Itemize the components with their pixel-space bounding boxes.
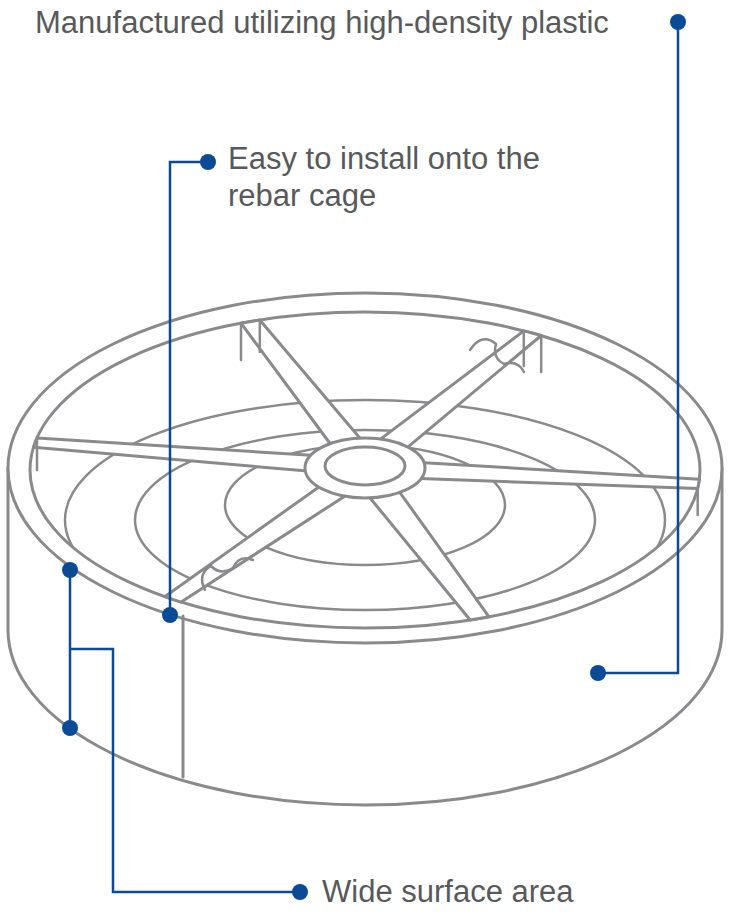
spoke [34, 438, 320, 472]
chamber-wall [29, 500, 32, 540]
hub-hole [325, 447, 405, 485]
leader-dot [670, 14, 686, 30]
leader-dot [162, 607, 178, 623]
leader-bracket [70, 570, 300, 892]
hub [305, 438, 425, 498]
leader-dot [200, 154, 216, 170]
spacer-inner-rim [30, 312, 700, 628]
leader-dot [62, 562, 78, 578]
spoke-wall [696, 489, 699, 516]
callout-label: Easy to install onto the rebar cage [228, 140, 578, 214]
leader-dot [62, 720, 78, 736]
leader-dot [590, 665, 606, 681]
chamber-floor [65, 400, 665, 640]
rebar-clip [470, 339, 524, 372]
spoke-wall [241, 320, 260, 360]
spacer-rim [8, 293, 722, 643]
spoke-wall [524, 331, 541, 372]
spoke [241, 320, 363, 448]
spokes [34, 320, 700, 620]
leader-dot [292, 884, 308, 900]
spoke [413, 462, 700, 488]
leader-line [170, 162, 208, 615]
leader-line [598, 22, 678, 673]
mould-seam [182, 616, 185, 777]
callout-label: Manufactured utilizing high-density plas… [35, 4, 609, 41]
spoke [165, 484, 350, 602]
chamber-wall [699, 510, 702, 545]
spoke-wall [36, 438, 39, 470]
callout-label: Wide surface area [322, 873, 574, 910]
spoke [367, 489, 489, 621]
rebar-clip [202, 558, 253, 590]
spoke [376, 331, 541, 451]
